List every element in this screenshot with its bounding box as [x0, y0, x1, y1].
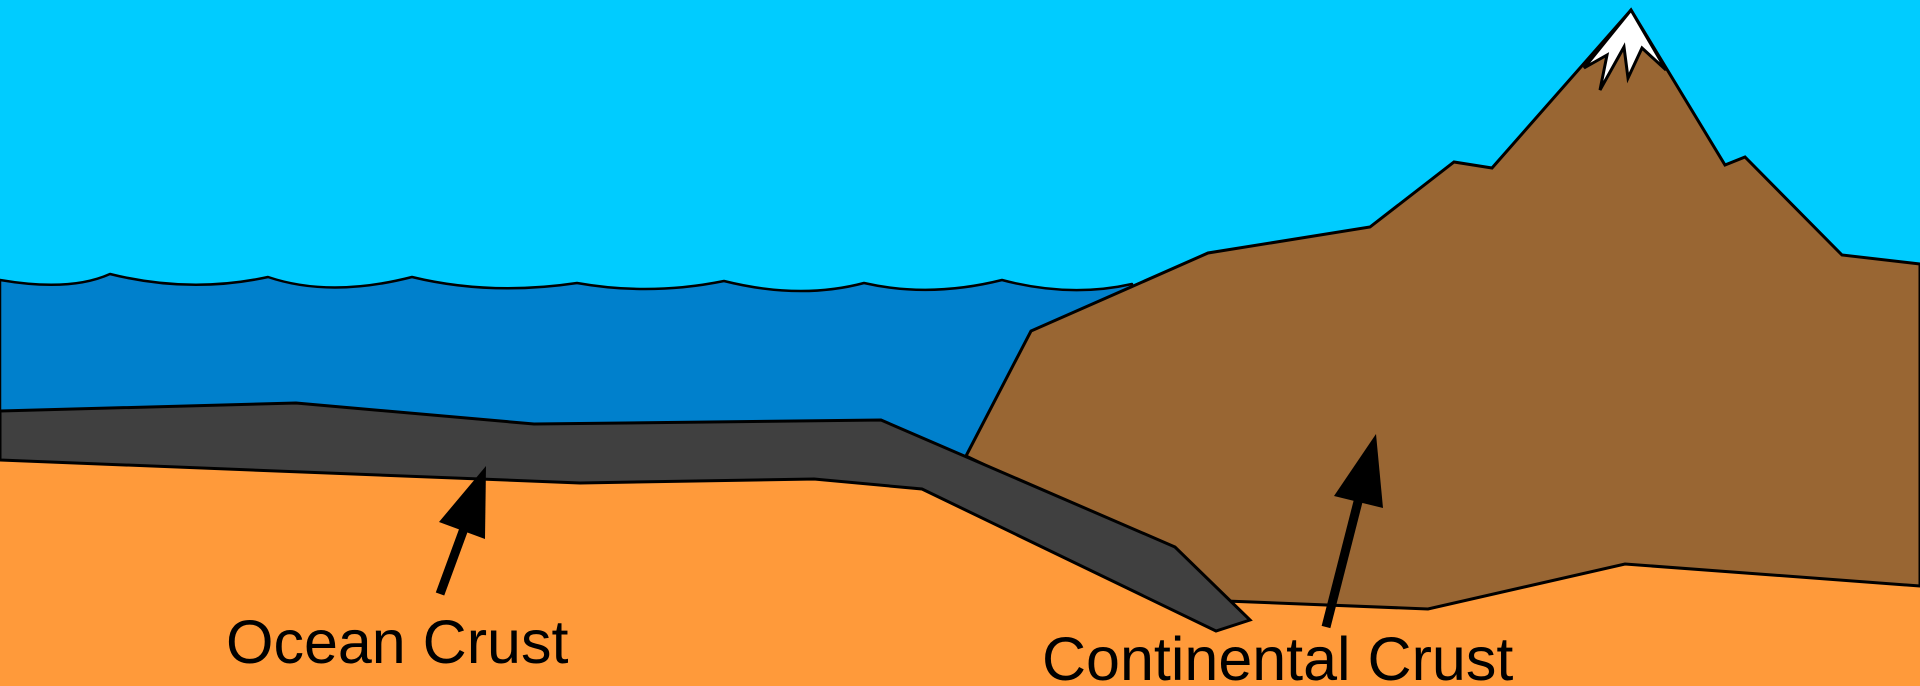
continental-crust-label: Continental Crust: [1042, 625, 1513, 686]
ocean-crust-label: Ocean Crust: [226, 608, 568, 676]
